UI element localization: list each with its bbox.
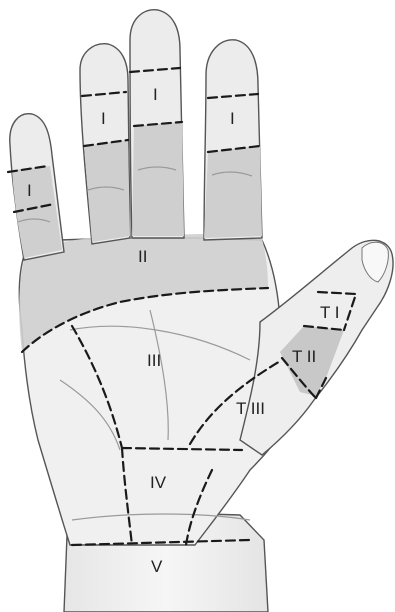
- label-thumb-zone-3: T III: [236, 399, 265, 418]
- label-zone-3: III: [147, 351, 161, 370]
- label-middle-zone-1: I: [153, 85, 158, 104]
- index-finger-shaded: [84, 140, 130, 242]
- label-zone-5: V: [151, 557, 163, 576]
- label-index-zone-1: I: [101, 109, 106, 128]
- label-zone-4: IV: [150, 473, 167, 492]
- label-little-zone-1: I: [27, 181, 32, 200]
- ring-finger-shaded: [204, 146, 262, 238]
- middle-finger-shaded: [132, 122, 184, 236]
- label-thumb-zone-1: T I: [320, 303, 340, 322]
- label-ring-zone-1: I: [230, 109, 235, 128]
- label-zone-2: II: [138, 247, 147, 266]
- label-thumb-zone-2: T II: [292, 347, 316, 366]
